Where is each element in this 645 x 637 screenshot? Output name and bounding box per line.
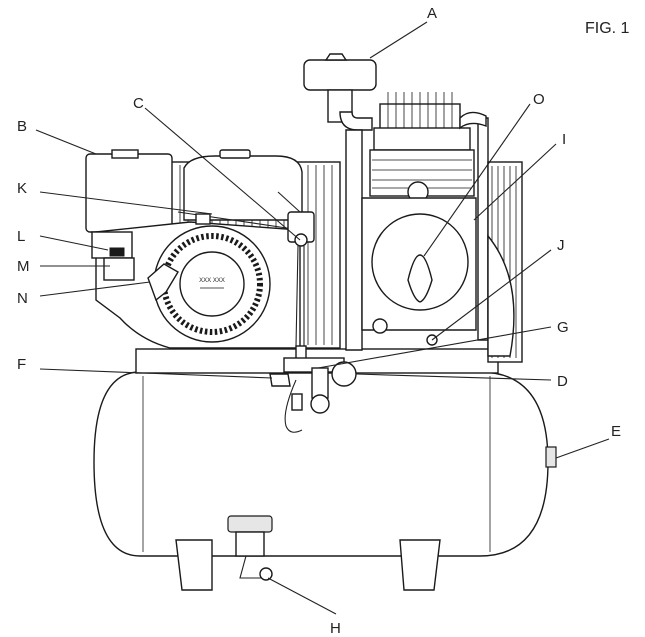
drain-valve — [227, 515, 273, 581]
compressor-pump — [361, 92, 489, 346]
pump-dipstick-window — [407, 254, 433, 303]
callout-labels: A B C K L M N O I J G F D E H — [17, 5, 621, 637]
engine-badge: XXX XXX — [199, 278, 225, 284]
callout-k: K — [17, 180, 27, 197]
starter-handle — [147, 263, 179, 302]
outlet-manifold — [269, 345, 357, 433]
callout-l: L — [17, 228, 25, 245]
figure-label: FIG. 1 — [585, 20, 630, 37]
tank-feet — [175, 539, 441, 591]
callout-h: H — [330, 620, 341, 637]
intake-filter — [303, 53, 377, 131]
callout-e: E — [611, 423, 621, 440]
leader-lines — [35, 21, 610, 615]
engine: XXX XXX — [85, 149, 341, 349]
breather-tube — [345, 129, 363, 351]
callout-f: F — [17, 356, 26, 373]
callout-d: D — [557, 373, 568, 390]
callout-i: I — [562, 131, 566, 148]
engine-air-cleaner — [85, 153, 173, 233]
callout-n: N — [17, 290, 28, 307]
callout-j: J — [557, 237, 565, 254]
fuel-tank — [183, 155, 303, 221]
callout-b: B — [17, 118, 27, 135]
belt-guard — [487, 161, 523, 363]
air-tank — [93, 371, 557, 557]
callout-g: G — [557, 319, 569, 336]
tank-port-e — [545, 446, 557, 468]
pressure-gauge — [331, 361, 357, 387]
callout-m: M — [17, 258, 30, 275]
callout-o: O — [533, 91, 545, 108]
callout-c: C — [133, 95, 144, 112]
callout-a: A — [427, 5, 437, 22]
